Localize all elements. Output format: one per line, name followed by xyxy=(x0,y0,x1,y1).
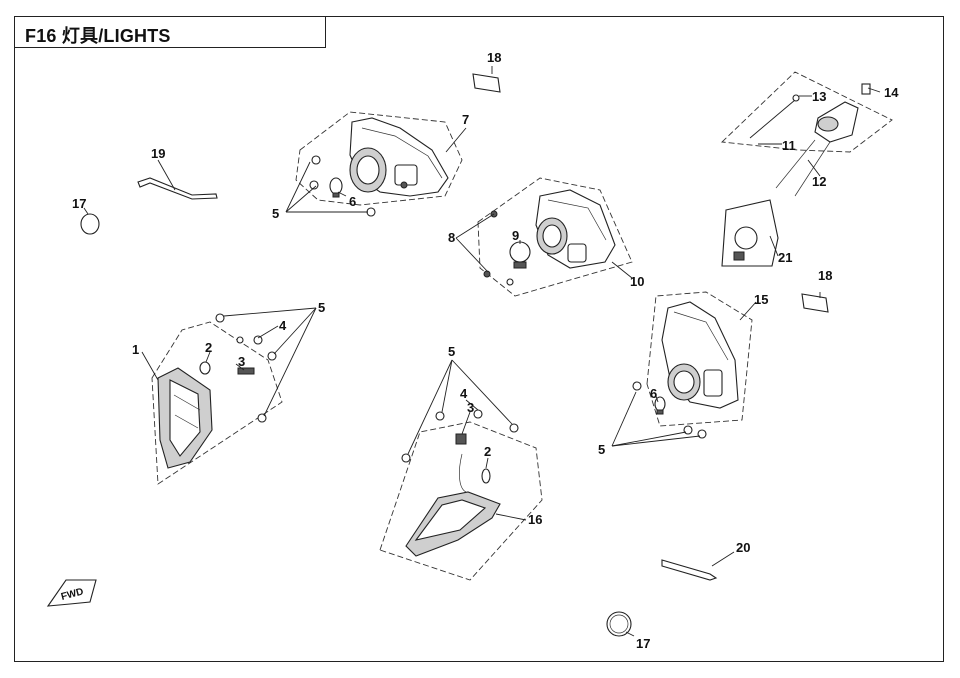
tail-light-assembly xyxy=(749,83,871,197)
callout-5-center: 5 xyxy=(448,344,455,359)
outline-headlight-center xyxy=(477,177,633,297)
callout-14: 14 xyxy=(884,85,899,100)
callout-4-left: 4 xyxy=(279,318,287,333)
outline-headlight-right xyxy=(646,291,753,427)
pad-18-top xyxy=(472,73,501,93)
callout-16: 16 xyxy=(528,512,542,527)
outline-turnsignal-center xyxy=(379,421,543,581)
plug-17-left xyxy=(80,213,100,235)
callout-2-left: 2 xyxy=(205,340,212,355)
screws-5-center xyxy=(401,409,519,463)
page-title: F16 灯具/LIGHTS xyxy=(25,26,171,46)
callout-5-right: 5 xyxy=(598,442,605,457)
callout-21: 21 xyxy=(778,250,792,265)
callouts: 7 5 6 18 19 17 8 9 10 11 12 13 14 21 18 … xyxy=(72,50,899,651)
headlight-center xyxy=(535,189,616,269)
callout-4-center: 4 xyxy=(460,386,468,401)
callout-3-left: 3 xyxy=(238,354,245,369)
outline-headlight-top xyxy=(295,111,463,206)
screws-5-left xyxy=(215,313,277,423)
callout-13: 13 xyxy=(812,89,826,104)
callout-18-right: 18 xyxy=(818,268,832,283)
callout-9: 9 xyxy=(512,228,519,243)
pad-18-right xyxy=(801,293,829,313)
wire-19 xyxy=(137,177,218,200)
outline-turnsignal-left xyxy=(151,321,283,485)
plug-17-bottom xyxy=(606,611,632,637)
callout-3-center: 3 xyxy=(467,400,474,415)
group-outlines xyxy=(151,71,893,581)
clips-8 xyxy=(483,210,514,286)
callout-17-left: 17 xyxy=(72,196,86,211)
forward-arrow: FWD xyxy=(46,579,97,607)
callout-6-right: 6 xyxy=(650,386,657,401)
turn-signal-center xyxy=(405,433,501,557)
callout-7: 7 xyxy=(462,112,469,127)
callout-11: 11 xyxy=(782,138,796,153)
callout-10: 10 xyxy=(630,274,644,289)
callout-17-bottom: 17 xyxy=(636,636,650,651)
headlight-right xyxy=(661,301,739,409)
license-plate-bracket-21 xyxy=(721,199,779,267)
leader-lines xyxy=(83,66,881,637)
callout-15: 15 xyxy=(754,292,768,307)
callout-6-top: 6 xyxy=(349,194,356,209)
callout-18-top: 18 xyxy=(487,50,501,65)
diagram-frame xyxy=(14,16,944,662)
outline-tail-upper xyxy=(720,71,893,153)
callout-20: 20 xyxy=(736,540,750,555)
callout-19: 19 xyxy=(151,146,165,161)
bulb-9 xyxy=(509,241,531,269)
bulb-6-top xyxy=(329,177,343,198)
callout-2-center: 2 xyxy=(484,444,491,459)
title-box: F16 灯具/LIGHTS xyxy=(14,16,326,48)
turn-signal-left xyxy=(157,361,255,469)
callout-5-top: 5 xyxy=(272,206,279,221)
callout-8: 8 xyxy=(448,230,455,245)
callout-5-left: 5 xyxy=(318,300,325,315)
headlight-top xyxy=(349,117,449,197)
wire-20 xyxy=(661,559,718,581)
callout-1: 1 xyxy=(132,342,139,357)
callout-12: 12 xyxy=(812,174,826,189)
